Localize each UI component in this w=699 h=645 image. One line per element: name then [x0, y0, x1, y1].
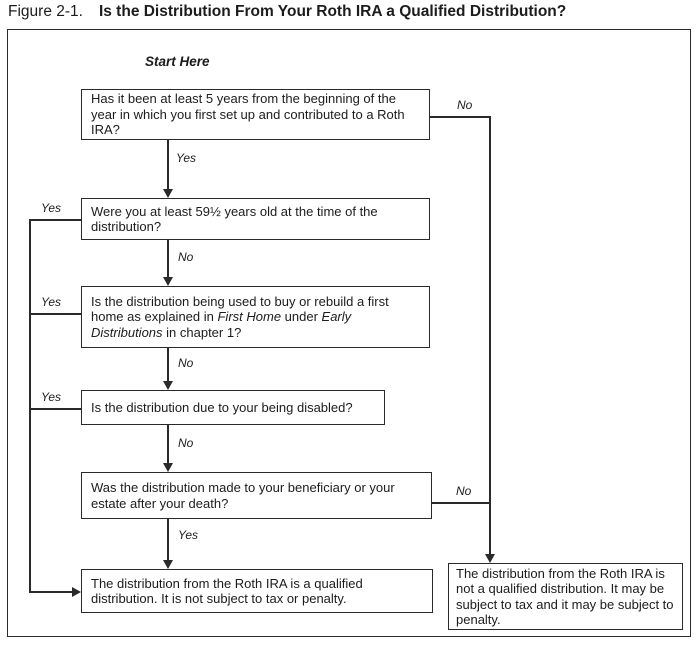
italic-term: Early Distributions: [91, 309, 352, 340]
connector-q3-q4: [167, 348, 169, 382]
arrowhead-down-icon: [163, 189, 173, 198]
edge-label-no: No: [456, 484, 472, 498]
question-text: Is the distribution due to your being di…: [91, 399, 353, 415]
arrowhead-down-icon: [163, 560, 173, 569]
connector-q5-qualified: [167, 519, 169, 561]
connector-q4-q5: [167, 425, 169, 464]
question-text: Was the distribution made to your benefi…: [91, 480, 395, 511]
edge-label-yes: Yes: [178, 528, 199, 542]
result-box-not-qualified: The distribution from the Roth IRA is no…: [448, 563, 683, 630]
arrowhead-down-icon: [163, 277, 173, 286]
connector-q2-q3: [167, 240, 169, 278]
connector-q1-no-branch: [430, 116, 490, 118]
edge-label-yes: Yes: [41, 295, 62, 309]
arrowhead-down-icon: [485, 554, 495, 563]
left-yes-rail: [29, 219, 31, 592]
start-here-label: Start Here: [145, 54, 210, 69]
connector-q5-no-branch: [432, 502, 490, 504]
question-box-disabled: Is the distribution due to your being di…: [81, 390, 385, 425]
figure-title: Is the Distribution From Your Roth IRA a…: [98, 3, 567, 20]
edge-label-no: No: [178, 436, 194, 450]
question-box-five-year-rule: Has it been at least 5 years from the be…: [81, 89, 430, 140]
question-box-age-59-half: Were you at least 59½ years old at the t…: [81, 198, 430, 240]
result-text: The distribution from the Roth IRA is no…: [456, 565, 674, 628]
figure-title-row: Figure 2-1. Is the Distribution From Your…: [8, 3, 566, 21]
right-no-rail: [489, 116, 491, 556]
question-text: Is the distribution being used to buy or…: [91, 293, 389, 340]
edge-label-no: No: [178, 250, 194, 264]
edge-label-no: No: [457, 98, 473, 112]
edge-label-yes: Yes: [41, 201, 62, 215]
arrowhead-down-icon: [163, 463, 173, 472]
connector-q1-q2: [167, 140, 169, 190]
result-text: The distribution from the Roth IRA is a …: [91, 575, 363, 607]
arrowhead-down-icon: [163, 381, 173, 390]
question-box-beneficiary: Was the distribution made to your benefi…: [81, 472, 432, 519]
question-box-first-home: Is the distribution being used to buy or…: [81, 286, 430, 348]
edge-label-yes: Yes: [176, 151, 197, 165]
question-text: Has it been at least 5 years from the be…: [91, 91, 405, 138]
edge-label-no: No: [178, 356, 194, 370]
connector-q3-yes-branch: [29, 313, 81, 315]
italic-term: First Home: [217, 309, 282, 325]
question-text: Were you at least 59½ years old at the t…: [91, 203, 378, 235]
edge-label-yes: Yes: [41, 390, 62, 404]
connector-q2-yes-branch: [29, 219, 81, 221]
result-box-qualified: The distribution from the Roth IRA is a …: [81, 569, 433, 613]
connector-q4-yes-branch: [29, 408, 81, 410]
connector-yes-rail-to-qualified: [29, 591, 74, 593]
arrowhead-right-icon: [72, 587, 81, 597]
figure-label: Figure 2-1.: [8, 3, 83, 20]
